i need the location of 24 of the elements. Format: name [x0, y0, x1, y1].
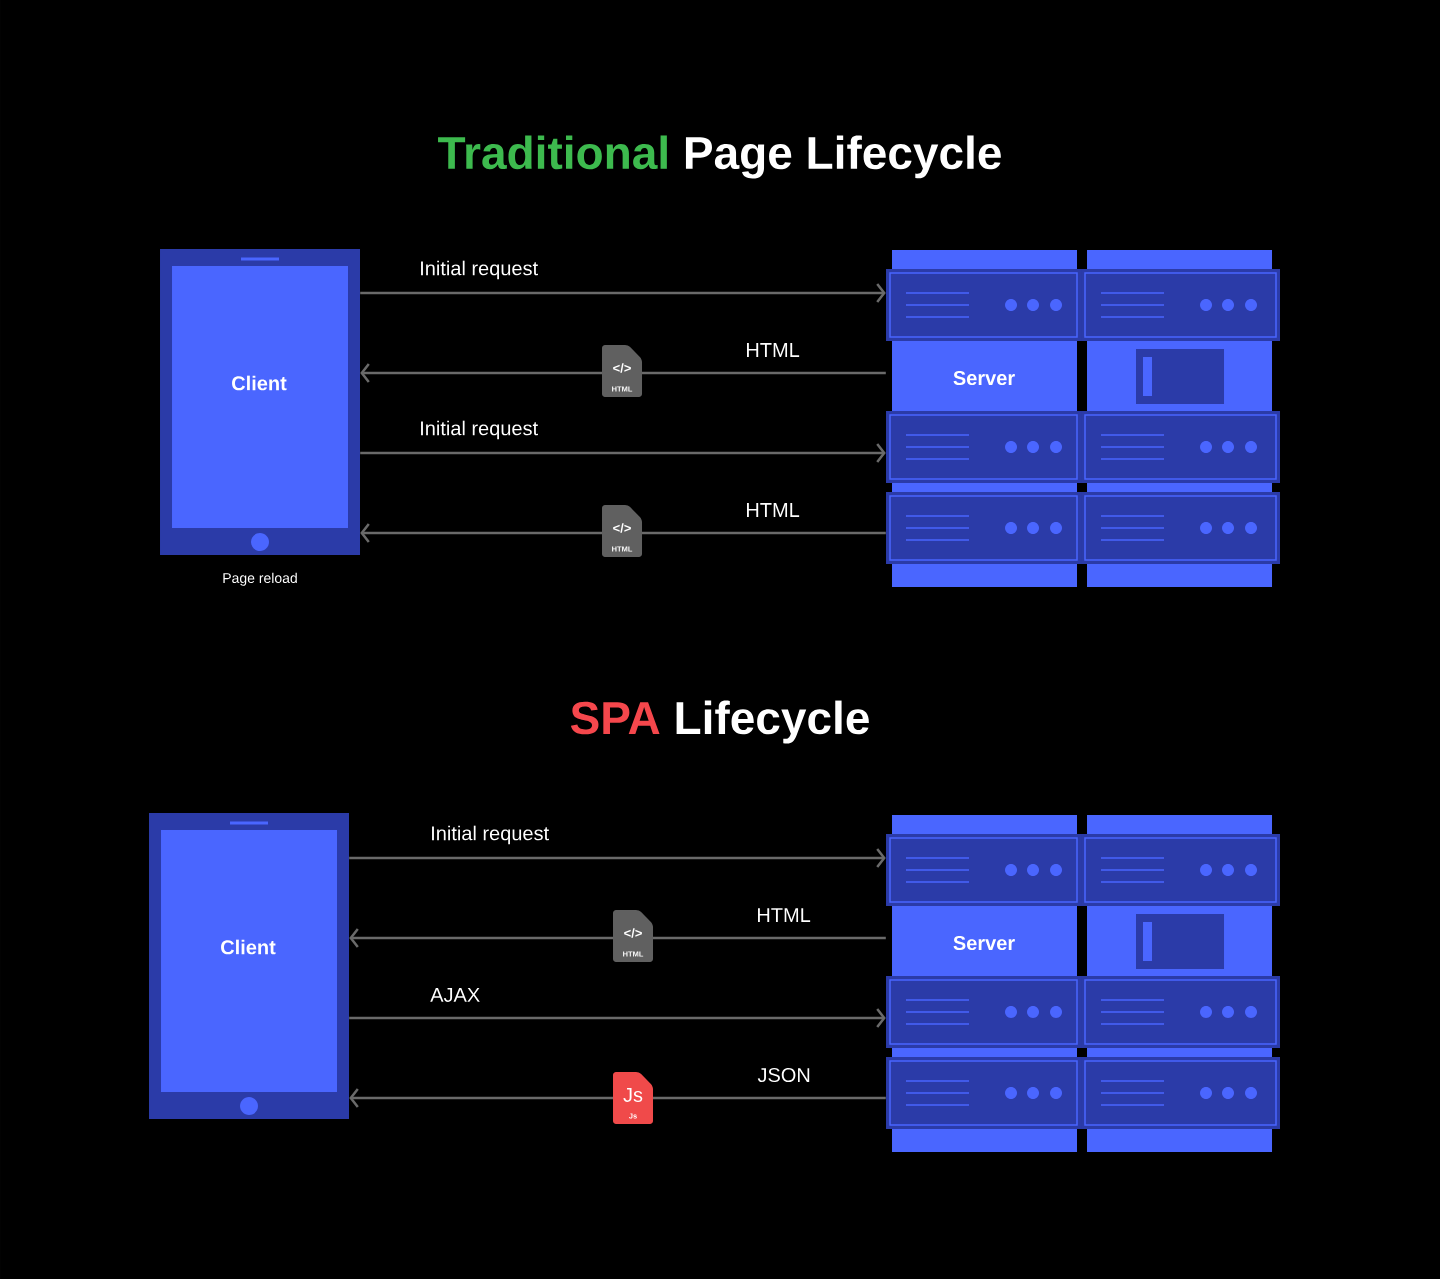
- arrow: [349, 928, 886, 948]
- arrow: [360, 443, 886, 463]
- server-rack-drawing: Server: [886, 815, 1280, 1152]
- heading: SPA Lifecycle: [570, 700, 869, 744]
- arrow: [360, 283, 886, 303]
- arrow: [360, 363, 886, 383]
- edge-label: Initial request: [418, 259, 540, 281]
- tablet-drawing: Client: [149, 813, 349, 1119]
- heading: Traditional Page Lifecycle: [438, 135, 1001, 179]
- arrow: [349, 1088, 886, 1108]
- node-label: Server: [953, 935, 1015, 951]
- edge-label: Initial request: [429, 824, 551, 846]
- arrow: [349, 848, 886, 868]
- edge-label: Initial request: [418, 419, 540, 441]
- node-label: Server: [953, 370, 1015, 386]
- node-label: Page reload: [223, 572, 297, 586]
- edge-label: HTML: [744, 342, 801, 358]
- edge-label: HTML: [755, 907, 812, 923]
- edge-label: HTML: [744, 502, 801, 518]
- arrow: [360, 523, 886, 543]
- server-rack-drawing: Server: [886, 250, 1280, 587]
- tablet-drawing: Client: [160, 249, 360, 555]
- arrow: [349, 1008, 886, 1028]
- edge-label: AJAX: [429, 987, 482, 1003]
